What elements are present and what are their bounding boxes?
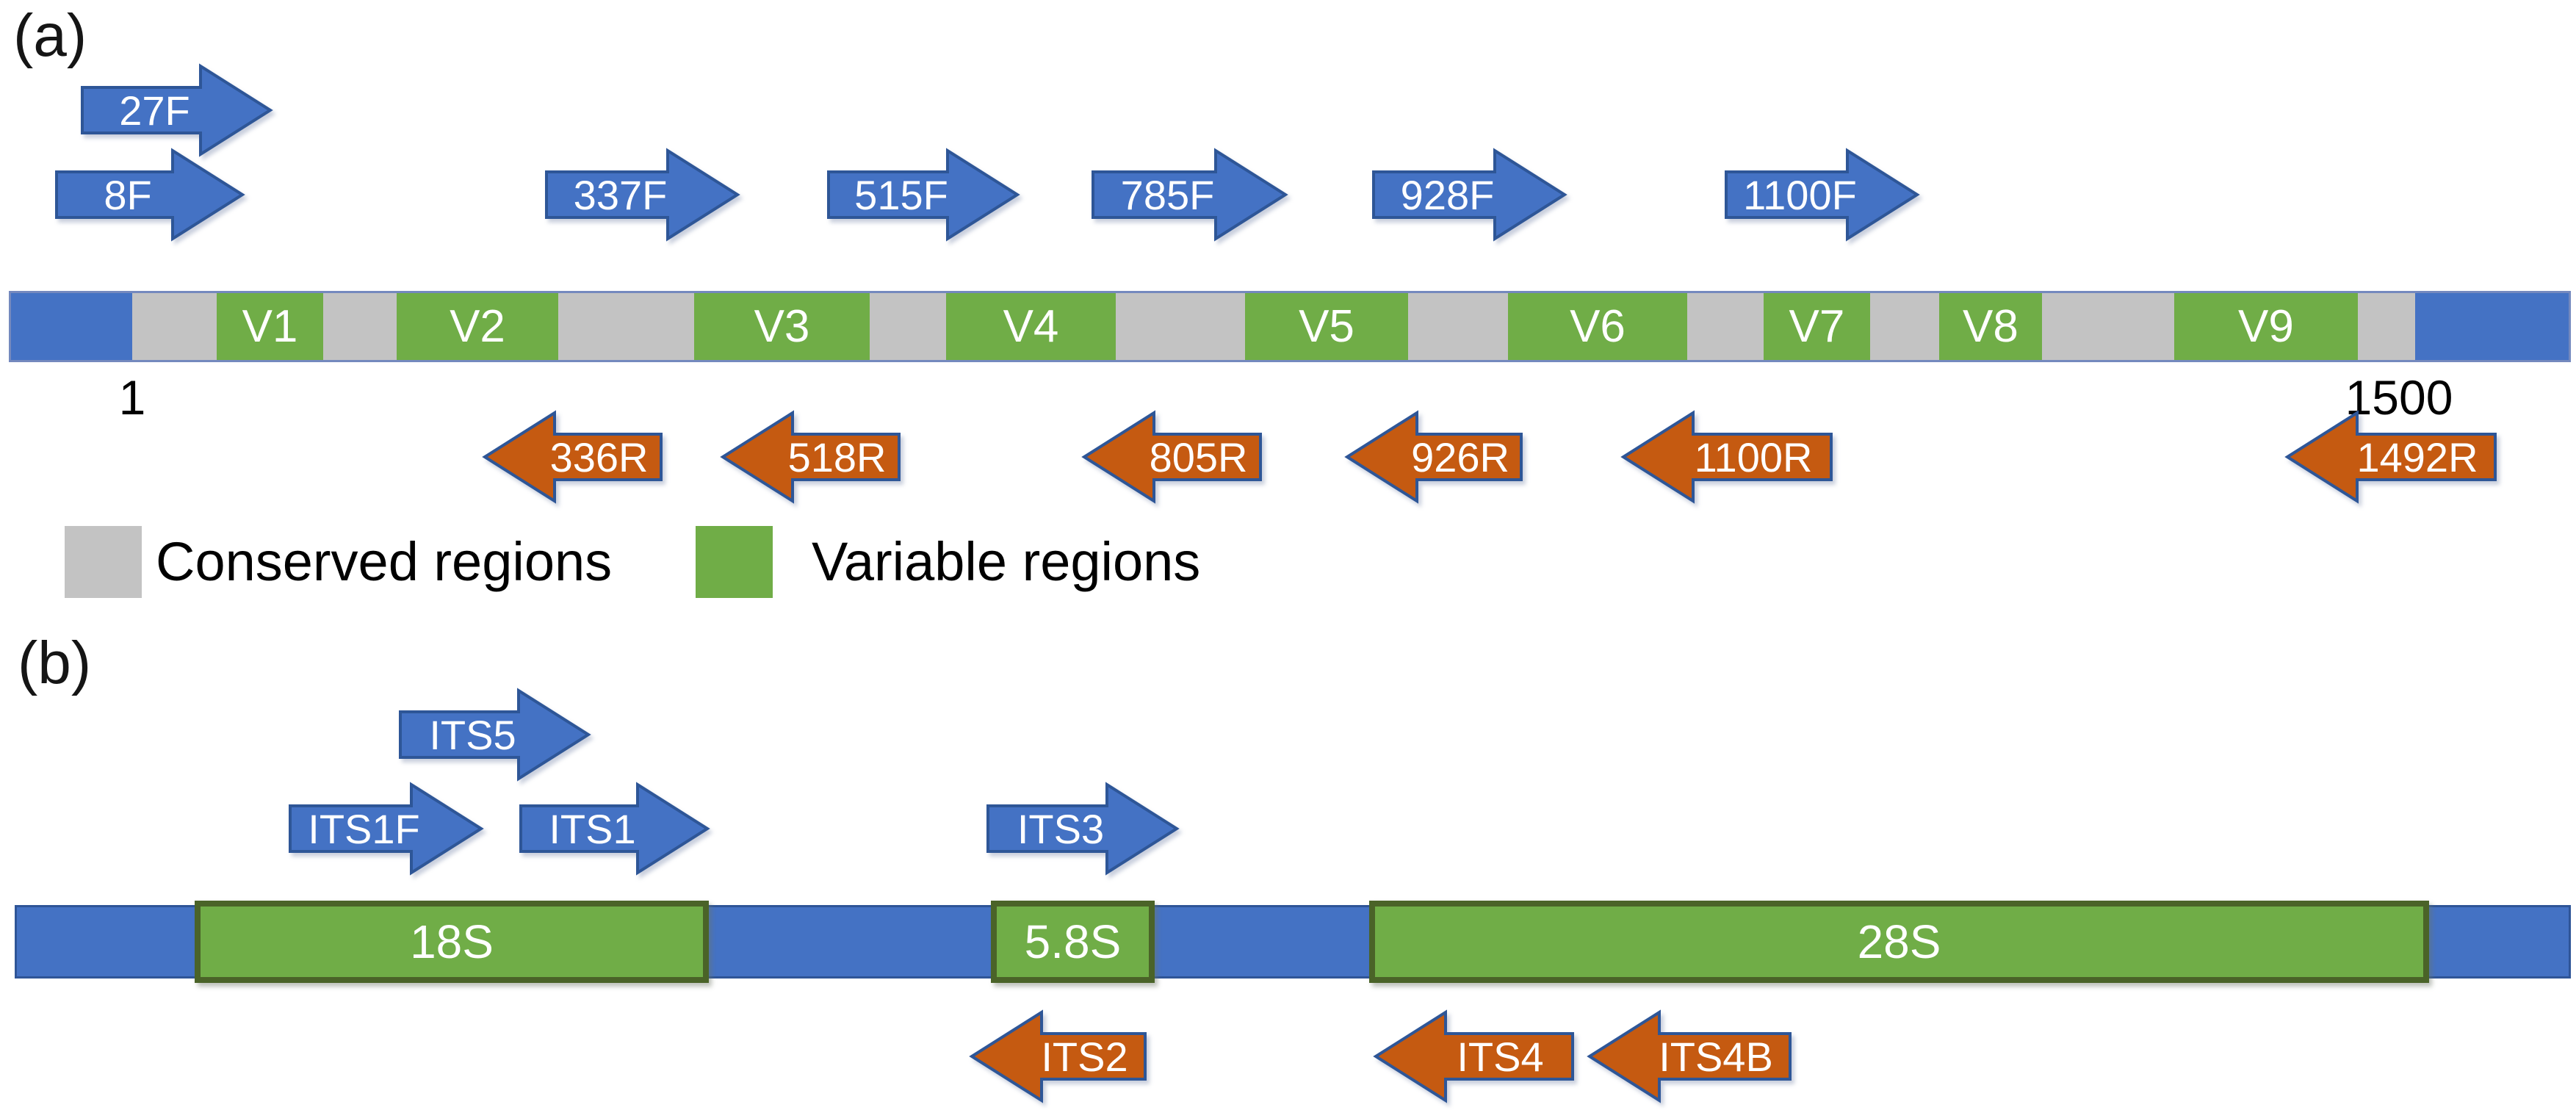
primer-515f-arrow: 515F	[827, 148, 1020, 242]
forward-primer-arrow-shape	[55, 148, 245, 242]
16s-rrna-gene-bar: V1 V2 V3 V4 V5 V6 V7 V8 V9	[9, 291, 2571, 362]
primer-805r-arrow: 805R	[1081, 410, 1262, 504]
gene-region-28s: 28S	[1369, 901, 2429, 983]
primer-1100f-arrow: 1100F	[1725, 148, 1920, 242]
segment-conserved	[558, 293, 694, 360]
segment-conserved	[2357, 293, 2415, 360]
primer-label: 337F	[574, 172, 668, 218]
primer-its1f-arrow: ITS1F	[289, 782, 484, 876]
primer-337f-arrow: 337F	[545, 148, 740, 242]
primer-label: 27F	[119, 87, 190, 134]
primer-label: ITS5	[429, 712, 516, 758]
segment-conserved	[1686, 293, 1764, 360]
primer-label: 8F	[104, 172, 151, 218]
primer-8f-arrow: 8F	[55, 148, 245, 242]
segment-v1-variable: V1	[217, 293, 323, 360]
primer-label: 928F	[1401, 172, 1495, 218]
segment-v3-variable: V3	[693, 293, 870, 360]
segment-conserved	[322, 293, 397, 360]
reverse-primer-arrow-shape	[1373, 1009, 1574, 1103]
primer-label: 1100R	[1695, 434, 1813, 480]
forward-primer-arrow-shape	[519, 782, 710, 876]
segment-conserved	[869, 293, 946, 360]
primer-its4b-arrow: ITS4B	[1587, 1009, 1792, 1103]
segment-conserved	[2041, 293, 2174, 360]
primer-label: ITS4B	[1659, 1034, 1773, 1080]
conserved-regions-legend-label: Conserved regions	[156, 531, 613, 592]
forward-primer-arrow-shape	[81, 63, 273, 157]
reverse-primer-arrow-shape	[1344, 410, 1523, 504]
primer-1100r-arrow: 1100R	[1620, 410, 1833, 504]
gene-start-coordinate: 1	[118, 370, 146, 425]
forward-primer-arrow-shape	[1372, 148, 1567, 242]
segment-conserved	[1869, 293, 1939, 360]
primer-its3-arrow: ITS3	[986, 782, 1180, 876]
segment-conserved	[132, 293, 217, 360]
forward-primer-arrow-shape	[827, 148, 1020, 242]
primer-label: 336R	[550, 434, 649, 480]
primer-label: ITS1F	[308, 806, 419, 852]
primer-1492r-arrow: 1492R	[2284, 410, 2497, 504]
primer-its4-arrow: ITS4	[1373, 1009, 1574, 1103]
segment-v9-variable: V9	[2173, 293, 2358, 360]
primer-27f-arrow: 27F	[81, 63, 273, 157]
forward-primer-arrow-shape	[289, 782, 484, 876]
segment-v2-variable: V2	[396, 293, 558, 360]
primer-label: 926R	[1411, 434, 1509, 480]
primer-label: 785F	[1121, 172, 1215, 218]
primer-label: 805R	[1150, 434, 1248, 480]
primer-928f-arrow: 928F	[1372, 148, 1567, 242]
variable-regions-swatch	[696, 526, 773, 598]
segment-conserved	[1407, 293, 1508, 360]
primer-its5-arrow: ITS5	[399, 688, 591, 782]
reverse-primer-arrow-shape	[1587, 1009, 1792, 1103]
primer-785f-arrow: 785F	[1092, 148, 1288, 242]
reverse-primer-arrow-shape	[969, 1009, 1147, 1103]
primer-label: ITS1	[549, 806, 635, 852]
primer-its1-arrow: ITS1	[519, 782, 710, 876]
reverse-primer-arrow-shape	[1620, 410, 1833, 504]
segment-flank	[11, 293, 132, 360]
segment-v8-variable: V8	[1938, 293, 2042, 360]
primer-label: ITS3	[1017, 806, 1104, 852]
primer-label: 518R	[788, 434, 887, 480]
forward-primer-arrow-shape	[1092, 148, 1288, 242]
primer-its2-arrow: ITS2	[969, 1009, 1147, 1103]
reverse-primer-arrow-shape	[2284, 410, 2497, 504]
conserved-regions-swatch	[65, 526, 142, 598]
primer-518r-arrow: 518R	[720, 410, 901, 504]
gene-region-5-8s: 5.8S	[991, 901, 1155, 983]
reverse-primer-arrow-shape	[482, 410, 663, 504]
primer-926r-arrow: 926R	[1344, 410, 1523, 504]
reverse-primer-arrow-shape	[720, 410, 901, 504]
panel-a-label: (a)	[13, 2, 87, 69]
gene-region-18s: 18S	[195, 901, 709, 983]
forward-primer-arrow-shape	[1725, 148, 1920, 242]
primer-336r-arrow: 336R	[482, 410, 663, 504]
gene-end-coordinate: 1500	[2345, 370, 2453, 425]
primer-label: 1100F	[1743, 172, 1857, 218]
primer-label: ITS4	[1457, 1034, 1543, 1080]
segment-flank	[2414, 293, 2569, 360]
forward-primer-arrow-shape	[986, 782, 1180, 876]
primer-label: 1492R	[2356, 434, 2478, 480]
segment-v4-variable: V4	[945, 293, 1116, 360]
variable-regions-legend-label: Variable regions	[812, 531, 1201, 592]
panel-b-label: (b)	[18, 630, 92, 696]
forward-primer-arrow-shape	[399, 688, 591, 782]
forward-primer-arrow-shape	[545, 148, 740, 242]
primer-label: ITS2	[1041, 1034, 1128, 1080]
segment-conserved	[1115, 293, 1245, 360]
segment-v5-variable: V5	[1244, 293, 1408, 360]
reverse-primer-arrow-shape	[1081, 410, 1262, 504]
primer-label: 515F	[854, 172, 948, 218]
segment-v7-variable: V7	[1763, 293, 1870, 360]
segment-v6-variable: V6	[1507, 293, 1687, 360]
